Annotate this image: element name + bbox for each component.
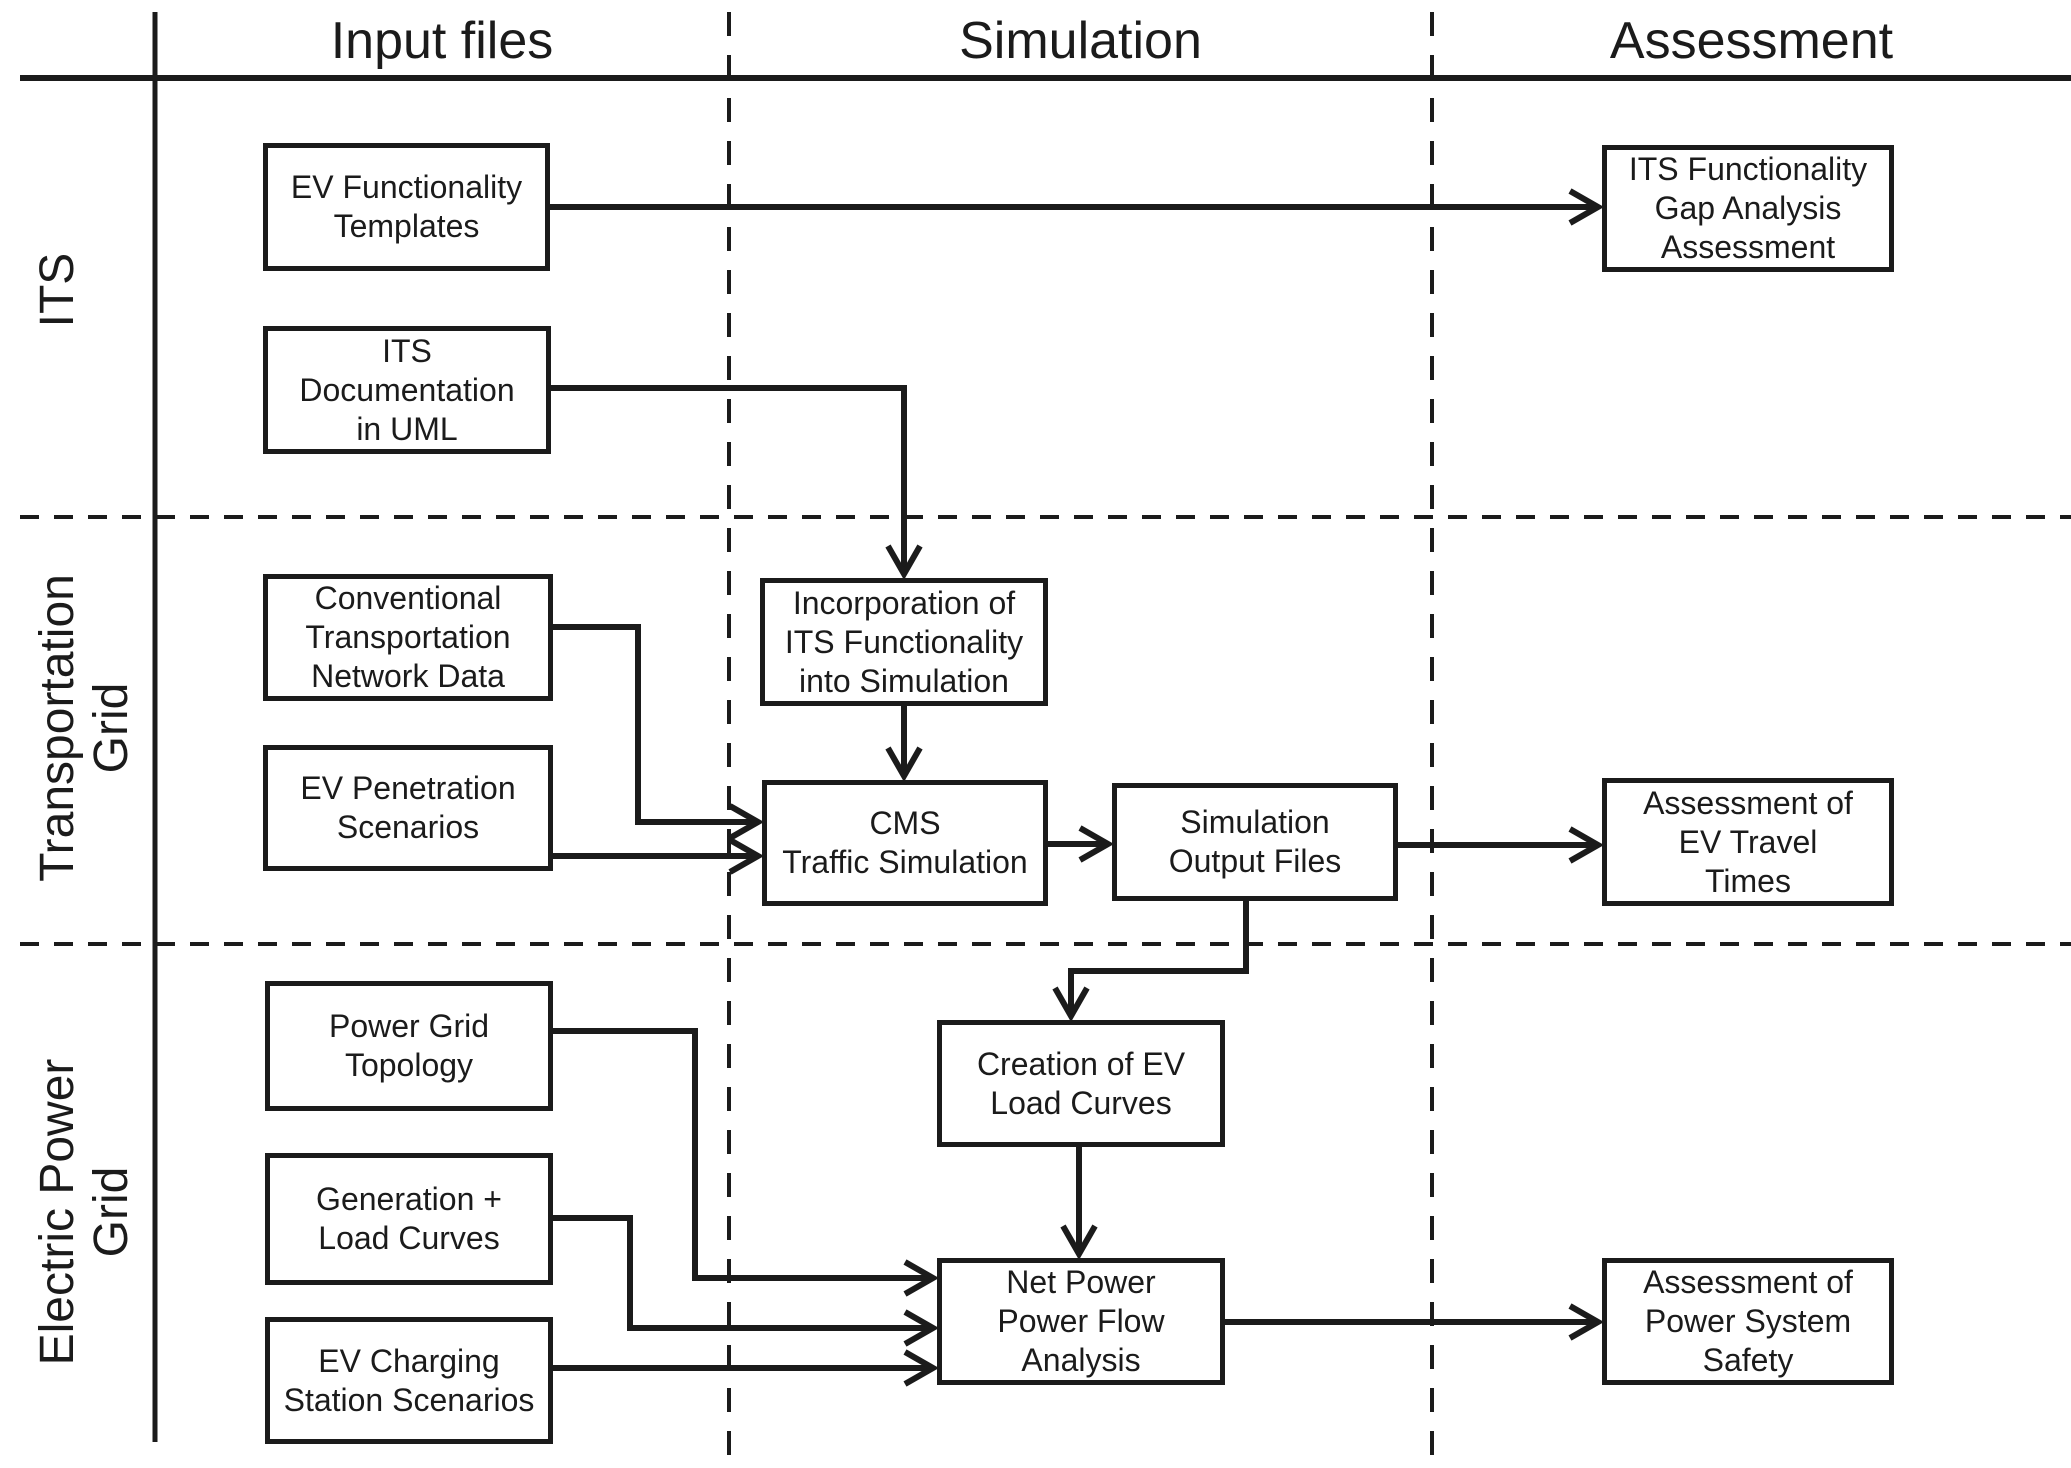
node-net-power-power-flow-analysis: Net Power Power Flow Analysis: [937, 1258, 1225, 1385]
row-label-line: Grid: [85, 1166, 138, 1258]
node-ev-penetration-scenarios: EV Penetration Scenarios: [263, 745, 553, 871]
row-label-transportation-grid: Transportation Grid: [30, 498, 140, 958]
arrows: [550, 188, 1605, 1387]
row-label-line: ITS: [31, 252, 84, 328]
arrow-conventional-to-cms: [553, 624, 754, 825]
arrow-sim-output-to-travel-head: [1568, 826, 1605, 864]
arrow-cms-to-sim-output-head: [1078, 825, 1115, 863]
node-cms-traffic-simulation: CMS Traffic Simulation: [762, 780, 1048, 906]
node-power-grid-topology: Power Grid Topology: [265, 981, 553, 1111]
arrow-sim-output-to-creation: [1068, 901, 1249, 1012]
node-generation-load-curves: Generation + Load Curves: [265, 1153, 553, 1285]
row-label-line: Electric Power: [31, 1058, 84, 1366]
column-header-simulation: Simulation: [959, 12, 1202, 70]
column-header-assessment: Assessment: [1609, 12, 1894, 70]
arrow-sim-output-to-creation-head: [1052, 986, 1090, 1023]
arrow-penetration-to-cms-head: [728, 837, 765, 875]
node-ev-charging-station-scenarios: EV Charging Station Scenarios: [265, 1317, 553, 1444]
node-creation-of-ev-load-curves: Creation of EV Load Curves: [937, 1020, 1225, 1147]
node-incorporation-of-its-functionality: Incorporation of ITS Functionality into …: [760, 578, 1048, 706]
node-assessment-of-power-system-safety: Assessment of Power System Safety: [1602, 1258, 1894, 1385]
column-header-input-files: Input files: [330, 12, 554, 70]
row-label-line: Grid: [85, 682, 138, 774]
row-label-electric-power-grid: Electric Power Grid: [30, 977, 140, 1447]
arrow-charging-to-netpower-head: [903, 1349, 940, 1387]
arrow-incorporation-to-cms-head: [885, 746, 923, 783]
node-assessment-of-ev-travel-times: Assessment of EV Travel Times: [1602, 778, 1894, 906]
arrow-creation-to-netpower-head: [1060, 1224, 1098, 1261]
arrow-topology-to-netpower-head: [903, 1259, 940, 1297]
row-label-its: ITS: [30, 80, 86, 500]
arrow-topology-to-netpower: [553, 1028, 929, 1281]
node-conventional-transportation-network-data: Conventional Transportation Network Data: [263, 574, 553, 701]
arrow-conventional-to-cms-head: [728, 803, 765, 841]
arrow-ev-templates-to-its-gap-head: [1568, 188, 1605, 226]
row-label-line: Transportation: [31, 574, 84, 882]
node-ev-functionality-templates: EV Functionality Templates: [263, 143, 550, 271]
arrow-its-doc-to-incorporation: [551, 385, 907, 570]
arrow-its-doc-to-incorporation-head: [885, 544, 923, 581]
arrow-generation-to-netpower-head: [903, 1309, 940, 1347]
node-simulation-output-files: Simulation Output Files: [1112, 783, 1398, 901]
node-its-functionality-gap-analysis-assessment: ITS Functionality Gap Analysis Assessmen…: [1602, 145, 1894, 272]
arrow-netpower-to-safety-head: [1568, 1303, 1605, 1341]
node-its-documentation-in-uml: ITS Documentation in UML: [263, 326, 551, 454]
arrow-generation-to-netpower: [553, 1215, 929, 1331]
